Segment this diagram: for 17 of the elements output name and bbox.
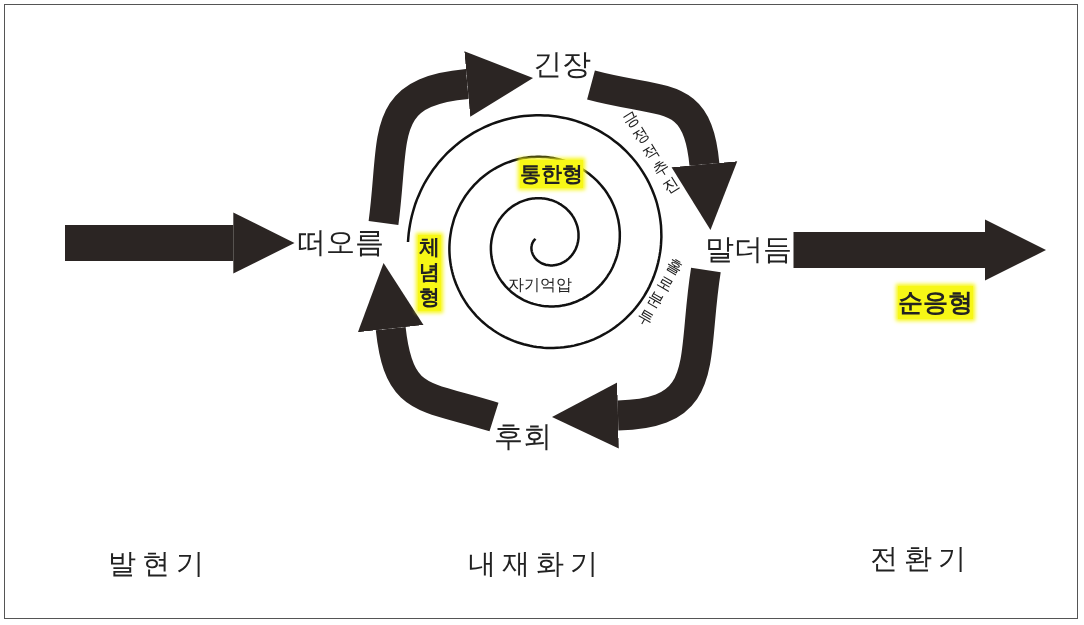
- phase-label: 전환기: [870, 541, 972, 577]
- arrow: [552, 268, 721, 449]
- phase-label: 발현기: [108, 546, 210, 582]
- type-label: 통한형: [520, 160, 583, 188]
- inner-label: 자기억압: [508, 275, 572, 296]
- curved-label: 홀로분투: [633, 254, 688, 330]
- arrow: [65, 212, 295, 274]
- type-label: 체념형: [418, 235, 442, 311]
- stage-label: 떠오름: [296, 223, 384, 263]
- curved-label: 긍정적추진: [618, 106, 684, 198]
- type-label: 순응형: [898, 286, 973, 319]
- arrow: [793, 219, 1047, 281]
- phase-label: 내재화기: [468, 546, 604, 582]
- stage-label: 말더듬: [704, 230, 792, 270]
- stage-label: 긴장: [533, 45, 591, 85]
- arrow: [368, 51, 533, 225]
- stage-label: 후회: [494, 417, 552, 457]
